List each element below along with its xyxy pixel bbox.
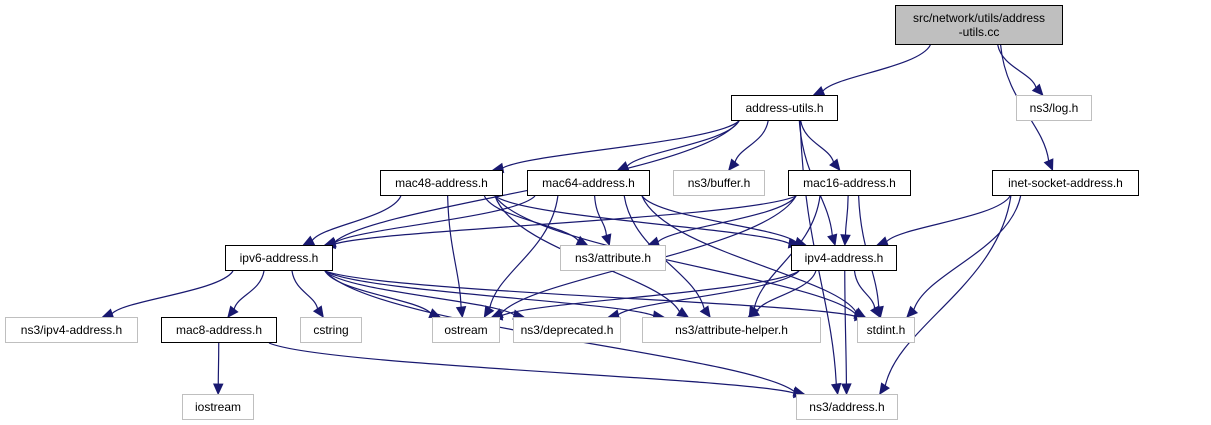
node-attribute: ns3/attribute.h <box>560 245 666 271</box>
arrowhead-ipv6-to-cstring <box>312 305 324 319</box>
node-label: cstring <box>313 323 349 337</box>
edge-address_utils-to-mac16 <box>800 120 835 163</box>
edge-ipv6-to-stdint <box>324 270 856 317</box>
node-ostream: ostream <box>432 317 500 343</box>
edge-inet_socket-to-ipv4 <box>886 195 1011 242</box>
arrowhead-mac64-to-attribute <box>601 233 612 247</box>
arrowhead-mac8-to-iostream <box>213 383 224 396</box>
arrowhead-address_utils-to-ipv4 <box>827 233 838 247</box>
edge-address_utils-to-mac48 <box>502 120 740 169</box>
node-iostream: iostream <box>182 394 254 420</box>
edge-ipv4-to-deprecated <box>617 270 800 316</box>
node-inet-socket-address[interactable]: inet-socket-address.h <box>992 170 1139 196</box>
node-label: mac8-address.h <box>175 323 263 337</box>
arrowhead-root-to-address_utils <box>812 86 826 96</box>
arrowhead-root-to-inet_socket <box>1043 158 1054 172</box>
edge-mac16-to-ipv4 <box>844 195 849 236</box>
arrowhead-mac48-to-ipv6 <box>302 235 316 246</box>
node-ipv4-address[interactable]: ipv4-address.h <box>791 245 897 271</box>
edge-ipv6-to-mac8 <box>233 270 265 310</box>
node-label: ns3/log.h <box>1029 101 1079 115</box>
node-address: ns3/address.h <box>796 394 898 420</box>
node-deprecated: ns3/deprecated.h <box>513 317 621 343</box>
node-cstring: cstring <box>300 317 362 343</box>
edge-ipv4-to-address <box>844 270 848 385</box>
edge-mac48-to-ipv4 <box>494 195 790 244</box>
arrowhead-ipv4-to-address <box>841 383 852 396</box>
arrowhead-address_utils-to-address <box>830 382 842 396</box>
arrowhead-address_utils-to-buffer <box>728 158 740 171</box>
node-label: ipv4-address.h <box>804 251 884 265</box>
edge-mac48-to-stdint <box>494 195 856 315</box>
edge-inet_socket-to-stdint <box>913 195 1022 310</box>
edge-mac48-to-ipv6 <box>311 195 402 241</box>
arrowhead-address_utils-to-mac16 <box>829 158 841 171</box>
node-stdint: stdint.h <box>857 317 915 343</box>
edge-ipv4-to-attribute_helper <box>756 270 817 312</box>
node-buffer: ns3/buffer.h <box>673 170 765 196</box>
node-label: ns3/ipv4-address.h <box>20 323 123 337</box>
arrowhead-ipv4-to-attribute_helper <box>747 306 761 318</box>
edge-mac16-to-ipv6 <box>334 195 797 245</box>
arrowhead-mac16-to-ipv4 <box>840 234 851 247</box>
node-label: mac64-address.h <box>542 176 635 190</box>
edge-ipv4-to-ostream <box>501 270 800 317</box>
node-label: src/network/utils/address -utils.cc <box>912 11 1046 39</box>
arrowhead-mac64-to-attribute_helper <box>699 305 711 318</box>
node-label: ostream <box>444 323 488 337</box>
edge-mac64-to-ipv6 <box>334 195 536 244</box>
node-label: ns3/buffer.h <box>687 176 751 190</box>
node-label: ns3/deprecated.h <box>520 323 614 337</box>
arrowhead-mac48-to-attribute <box>575 235 589 246</box>
node-label: ns3/attribute-helper.h <box>675 323 788 337</box>
arrowhead-mac48-to-attribute_helper <box>676 306 690 318</box>
arrowhead-root-to-log <box>1031 83 1044 96</box>
node-label: ns3/address.h <box>809 400 885 414</box>
edge-root-to-log <box>997 44 1037 88</box>
edge-address_utils-to-buffer <box>734 120 769 163</box>
node-label: ns3/attribute.h <box>574 251 652 265</box>
node-address-utils[interactable]: address-utils.h <box>731 95 838 121</box>
arrowhead-mac48-to-ostream <box>455 305 467 319</box>
node-ipv6-address[interactable]: ipv6-address.h <box>225 245 333 271</box>
edge-ipv6-to-ostream <box>324 270 432 314</box>
edge-ipv4-to-stdint <box>853 270 876 309</box>
node-root: src/network/utils/address -utils.cc <box>895 5 1063 45</box>
node-label: iostream <box>194 400 241 414</box>
node-label: stdint.h <box>866 323 906 337</box>
node-label: address-utils.h <box>745 101 824 115</box>
edge-ipv6-to-cstring <box>291 270 319 309</box>
arrowhead-inet_socket-to-stdint <box>906 305 919 318</box>
edge-ipv6-to-deprecated <box>324 270 515 316</box>
node-label: mac48-address.h <box>395 176 488 190</box>
node-label: mac16-address.h <box>803 176 896 190</box>
edge-mac64-to-attribute <box>594 195 608 236</box>
edge-mac64-to-ipv4 <box>641 195 797 243</box>
arrowhead-ipv4-to-stdint <box>870 305 881 319</box>
node-mac64-address[interactable]: mac64-address.h <box>527 170 650 196</box>
node-label: inet-socket-address.h <box>1008 176 1123 190</box>
arrowhead-ipv6-to-mac8 <box>227 305 239 318</box>
node-mac16-address[interactable]: mac16-address.h <box>788 170 911 196</box>
edge-root-to-address_utils <box>822 44 931 92</box>
node-mac8-address[interactable]: mac8-address.h <box>161 317 277 343</box>
node-mac48-address[interactable]: mac48-address.h <box>380 170 503 196</box>
node-log: ns3/log.h <box>1016 95 1092 121</box>
edge-mac16-to-attribute_helper <box>753 195 821 309</box>
edge-mac48-to-ostream <box>447 195 462 308</box>
arrowhead-inet_socket-to-address <box>879 382 890 396</box>
node-label: ipv6-address.h <box>239 251 319 265</box>
node-attribute-helper: ns3/attribute-helper.h <box>642 317 821 343</box>
node-ns3-ipv4-address: ns3/ipv4-address.h <box>5 317 138 343</box>
arrowhead-mac64-to-ostream <box>483 305 495 319</box>
edge-inet_socket-to-address <box>884 195 1012 386</box>
edge-ipv6-to-ns3_ipv4 <box>111 270 234 315</box>
edge-mac8-to-address <box>268 342 795 394</box>
edge-mac16-to-attribute <box>657 195 797 243</box>
